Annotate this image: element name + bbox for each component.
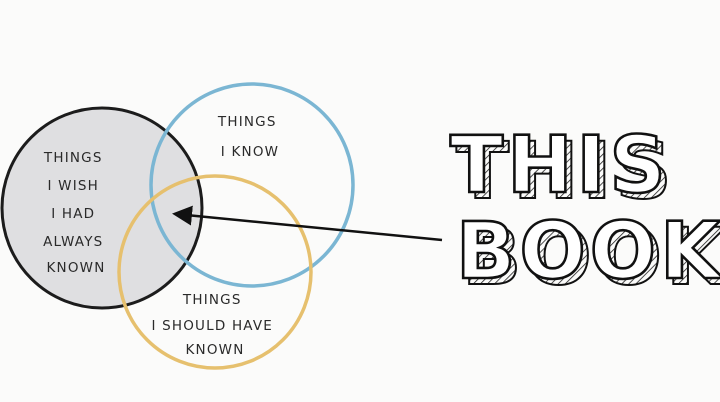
label-wish-line-1: THINGS [43,150,103,166]
label-wish-line-5: KNOWN [46,260,105,276]
callout-word-2: BOOK [456,207,720,297]
circle-things-i-should-have-known [117,174,313,370]
label-wish: THINGS I WISH I HAD ALWAYS KNOWN [43,150,109,276]
pointer-arrow [172,205,443,242]
label-wish-line-2: I WISH [47,178,99,194]
label-should-line-1: THINGS [182,292,242,308]
label-should-line-3: KNOWN [185,342,244,358]
label-know: THINGS I KNOW [217,114,282,160]
label-wish-line-4: ALWAYS [43,234,103,250]
callout-word-1-shadow: THIS [456,127,676,217]
callout-this-book: THIS THIS BOOK BOOK [449,120,720,304]
label-wish-line-3: I HAD [51,206,95,222]
label-should-line-2: I SHOULD HAVE [151,318,273,334]
callout-word-1: THIS [450,121,670,211]
label-know-line-2: I KNOW [221,144,279,160]
callout-word-2-shadow: BOOK [462,213,720,303]
label-should: THINGS I SHOULD HAVE KNOWN [151,292,278,358]
circle-things-i-wish-i-had-always-known [0,106,204,310]
label-know-line-1: THINGS [217,114,277,130]
circle-things-i-know [149,82,355,288]
